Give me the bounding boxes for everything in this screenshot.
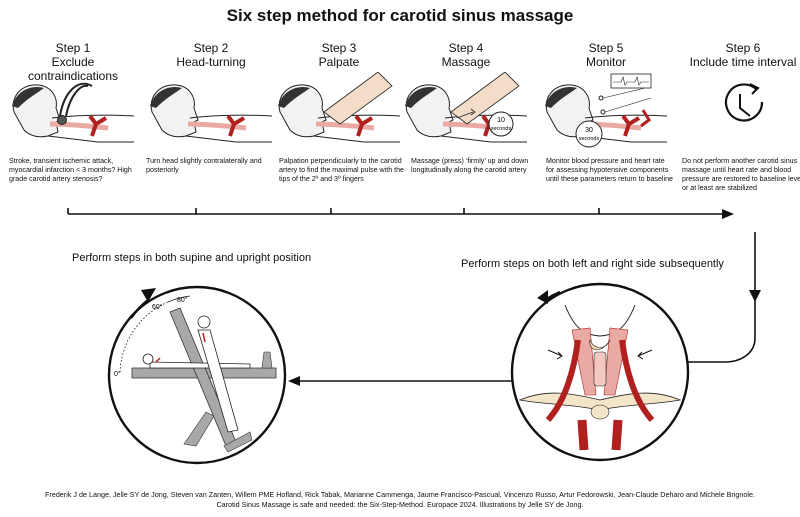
down-arrowhead xyxy=(749,290,761,302)
timer-seconds-unit: seconds xyxy=(579,136,600,142)
positions-phrase: Perform steps in both supine and upright… xyxy=(72,252,312,264)
timer-bubble xyxy=(488,111,514,137)
step-label: Step 4 xyxy=(448,41,484,55)
step-2-description: Turn head slightly contralaterally and p… xyxy=(146,157,262,174)
tilt-table-circle: 0° 60° 80° xyxy=(107,285,287,465)
angle-label-0: 0° xyxy=(114,370,121,378)
step-label: Step 6 xyxy=(725,41,761,55)
step-title: Massage xyxy=(441,55,491,69)
step-3-description: Palpation perpendicularly to the carotid… xyxy=(279,157,404,183)
step-4-heading: Step 4 Massage xyxy=(401,41,531,69)
page-title: Six step method for carotid sinus massag… xyxy=(226,6,574,25)
step-3-illustration xyxy=(278,72,400,143)
credits: Frederik J de Lange, Jelle SY de Jong, S… xyxy=(0,490,800,510)
step-4-illustration: 10 seconds xyxy=(405,72,527,143)
timeline xyxy=(67,208,734,219)
step-title: Monitor xyxy=(585,55,626,69)
step-2-heading: Step 2 Head-turning xyxy=(146,41,276,69)
sides-phrase: Perform steps on both left and right sid… xyxy=(461,258,724,270)
timer-seconds-value: 30 xyxy=(585,127,593,134)
angle-label-80: 80° xyxy=(177,296,188,304)
step-4-description: Massage (press) ‘firmly’ up and down lon… xyxy=(411,157,529,174)
step-6-description: Do not perform another carotid sinus mas… xyxy=(682,157,800,192)
ecg-monitor xyxy=(610,73,652,89)
rotation-arrowhead xyxy=(537,290,548,304)
step-1-description: Stroke, transient ischemic attack, myoca… xyxy=(9,157,132,183)
credits-citation: Carotid Sinus Massage is safe and needed… xyxy=(216,500,584,509)
step-title: Head-turning xyxy=(176,55,246,69)
return-connector xyxy=(612,300,756,363)
left-arrowhead xyxy=(288,376,300,386)
step-title: Exclude contraindications xyxy=(27,55,119,83)
angle-label-60: 60° xyxy=(152,303,163,311)
step-label: Step 3 xyxy=(321,41,357,55)
step-5-illustration: 30 seconds xyxy=(545,73,667,148)
step-2-illustration xyxy=(150,84,272,143)
step-3-heading: Step 3 Palpate xyxy=(274,41,404,69)
timer-bubble xyxy=(575,120,603,148)
step-6-heading: Step 6 Include time interval xyxy=(678,41,800,69)
step-label: Step 1 xyxy=(55,41,91,55)
step-label: Step 2 xyxy=(193,41,229,55)
timeline-arrowhead xyxy=(722,209,734,219)
step-label: Step 5 xyxy=(588,41,624,55)
step-5-description: Monitor blood pressure and heart rate fo… xyxy=(546,157,673,183)
timer-seconds-unit: seconds xyxy=(491,126,512,132)
step-6-illustration xyxy=(724,83,764,122)
neck-anatomy-circle xyxy=(510,282,690,462)
step-5-heading: Step 5 Monitor xyxy=(541,41,671,69)
step-1-heading: Step 1 Exclude contraindications xyxy=(8,41,138,83)
step-title: Include time interval xyxy=(689,55,797,69)
timer-seconds-value: 10 xyxy=(497,117,505,124)
credits-authors: Frederik J de Lange, Jelle SY de Jong, S… xyxy=(45,490,755,499)
clock-icon xyxy=(724,83,764,122)
rotation-arrowhead xyxy=(141,288,156,302)
step-title: Palpate xyxy=(318,55,360,69)
step-1-illustration xyxy=(12,82,134,143)
